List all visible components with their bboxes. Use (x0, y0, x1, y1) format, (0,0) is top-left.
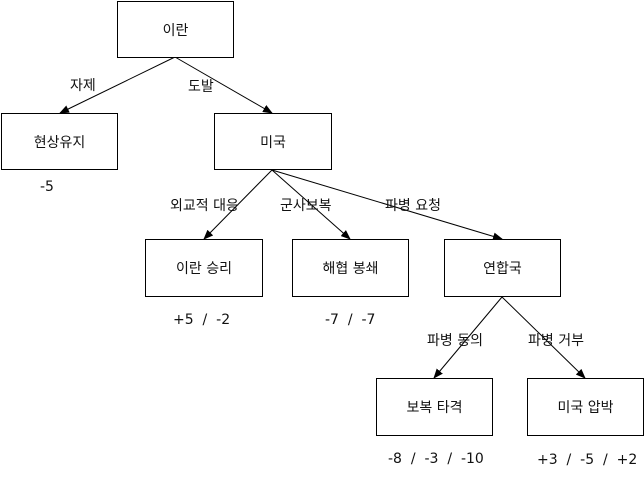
payoff-status-quo: -5 (40, 179, 54, 195)
label-provocation: 도발 (188, 79, 214, 95)
payoff-us-pressure: +3 / -5 / +2 (537, 452, 638, 468)
label-diplomatic: 외교적 대응 (170, 198, 239, 214)
edge-refuse-troops (501, 296, 586, 379)
edge-agree-troops (433, 296, 503, 379)
node-iran: 이란 (117, 1, 234, 58)
node-iran-win: 이란 승리 (145, 239, 263, 297)
edge-restraint (59, 56, 176, 114)
node-allies: 연합국 (444, 239, 561, 297)
node-retaliation: 보복 타격 (376, 378, 493, 436)
label-agree-troops: 파병 동의 (427, 333, 483, 349)
edge-provocation (174, 56, 273, 114)
node-usa: 미국 (214, 113, 332, 170)
payoff-strait-closed: -7 / -7 (325, 312, 376, 328)
label-refuse-troops: 파병 거부 (528, 333, 584, 349)
node-status-quo: 현상유지 (1, 113, 118, 170)
label-request-troops: 파병 요청 (385, 198, 441, 214)
label-restraint: 자제 (70, 78, 96, 94)
node-strait-closed: 해협 봉쇄 (292, 239, 409, 297)
edge-military (271, 169, 351, 240)
payoff-retaliation: -8 / -3 / -10 (388, 451, 484, 467)
edge-request-troops (271, 169, 503, 241)
label-military: 군사보복 (280, 198, 332, 214)
node-us-pressure: 미국 압박 (527, 378, 644, 436)
edge-diplomatic (203, 169, 273, 240)
payoff-iran-win: +5 / -2 (173, 312, 231, 328)
